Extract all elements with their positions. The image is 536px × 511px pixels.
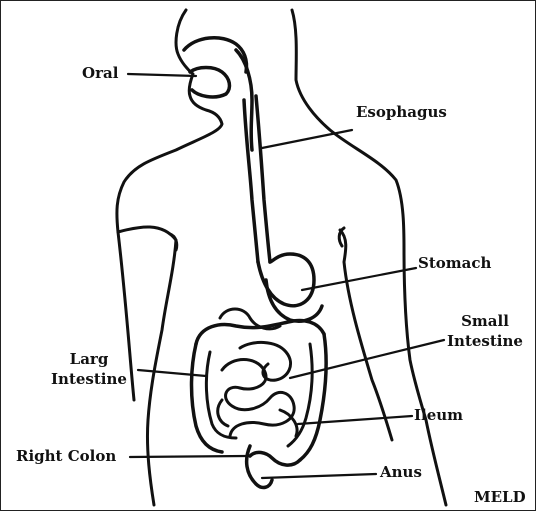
label-large-intestine-line1: Larg [44,350,134,368]
label-anus: Anus [380,463,422,481]
nasal-cavity [184,38,247,72]
label-right-colon: Right Colon [16,447,116,465]
leader-anus [262,474,376,478]
esophagus-wall-right [256,96,270,262]
label-esophagus: Esophagus [356,103,447,121]
leader-esophagus [262,130,352,148]
leader-stomach [302,268,416,290]
ascending-colon-inner [206,352,236,438]
label-stomach: Stomach [418,254,491,272]
label-large-intestine-line2: Intestine [44,370,134,388]
oral-cavity [190,68,229,97]
label-ileum: Ileum [414,406,463,424]
body-outline-left [117,10,222,505]
label-small-intestine-line2: Intestine [440,332,530,350]
label-oral: Oral [82,64,118,82]
transverse-colon [196,321,324,345]
inner-arm-right [340,230,392,440]
leader-ileum [298,416,412,424]
leader-oral [128,74,196,76]
descending-colon [300,334,326,460]
leader-large-intestine [138,370,206,376]
leader-right-colon [130,456,246,457]
sigmoid-colon [250,452,300,465]
label-small-intestine-line1: Small [440,312,530,330]
small-intestine-loops [222,360,294,437]
watermark-meld: MELD [474,488,526,506]
